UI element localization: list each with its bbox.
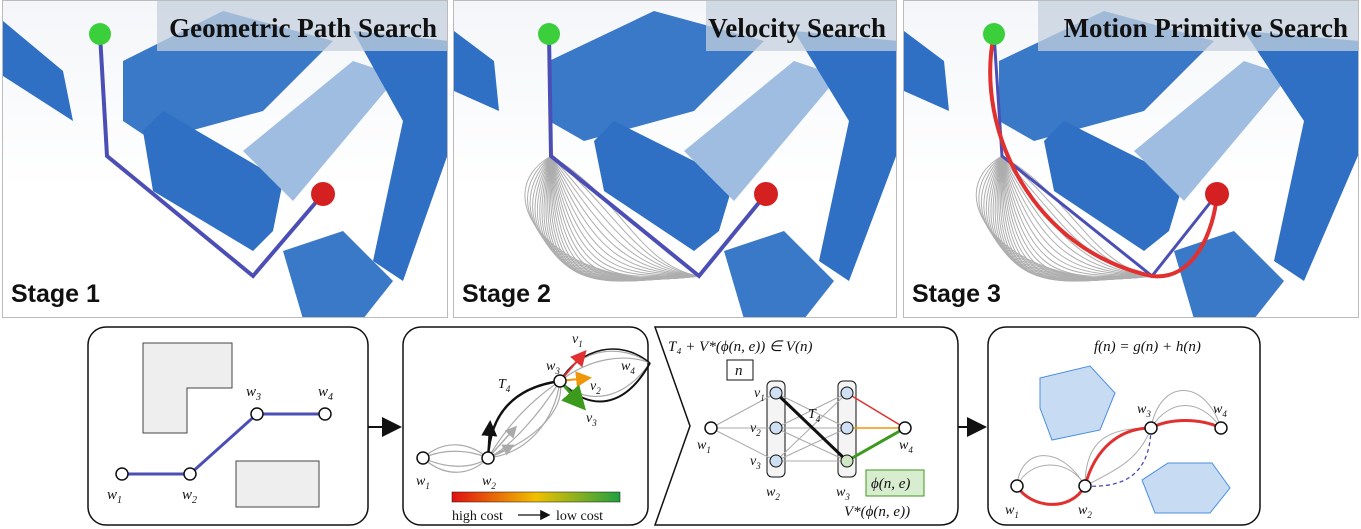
edge-label-T4: T4 — [498, 377, 511, 394]
node-label-w1: w1 — [107, 487, 122, 506]
stage-label: Stage 3 — [912, 280, 1001, 308]
panel-stage-3: Motion Primitive Search Stage 3 — [903, 0, 1359, 318]
node-label-w1: w1 — [697, 438, 711, 455]
node-label-w2: w2 — [182, 487, 197, 506]
node-label-w3: w3 — [836, 485, 850, 502]
node-label-v3: v3 — [750, 454, 761, 471]
panel-title: Motion Primitive Search — [1063, 13, 1348, 43]
node-label-v1: v1 — [572, 332, 583, 349]
title-banner — [1038, 1, 1358, 51]
formula-label: T₄ + V*(ϕ(n, e)) ∈ V(n) — [668, 339, 812, 355]
diagram-motion-primitive: T₄ + V*(ϕ(n, e)) ∈ V(n) n w1 w2 w3 w4 v1… — [653, 326, 959, 526]
panel-title: Geometric Path Search — [169, 13, 437, 43]
formula-label: f(n) = g(n) + h(n) — [1094, 339, 1201, 355]
node-label-w1: w1 — [416, 474, 430, 491]
node-label-w1: w1 — [1005, 503, 1019, 520]
node-label-w3: w3 — [546, 359, 560, 376]
value-label: V*(ϕ(n, e)) — [844, 504, 910, 520]
node-label-w2: w2 — [766, 485, 780, 502]
node-label-w4: w4 — [318, 384, 333, 403]
panel-stage-1: Geometric Path Search Stage 1 — [2, 0, 448, 318]
phi-label: ϕ(n, e) — [871, 476, 910, 492]
node-label-v2: v2 — [590, 379, 601, 396]
node-label-w2: w2 — [482, 474, 496, 491]
node-label-v3: v3 — [586, 411, 597, 428]
node-label-w4: w4 — [899, 438, 913, 455]
node-label-w4: w4 — [621, 359, 635, 376]
low-cost-label: low cost — [556, 509, 603, 524]
node-label-w4: w4 — [1213, 402, 1227, 419]
high-cost-label: high cost — [452, 509, 503, 524]
diagram-astar-result: f(n) = g(n) + h(n) w1 w2 w3 w4 — [987, 326, 1261, 526]
panel-title: Velocity Search — [708, 13, 886, 43]
node-label-w3: w3 — [1137, 402, 1151, 419]
pipeline-diagram: w1 w2 w3 w4 w1 — [87, 326, 1261, 526]
n-label: n — [735, 363, 743, 379]
edge-label-T4: T4 — [808, 407, 821, 424]
panel-stage-2: Velocity Search Stage 2 — [453, 0, 897, 318]
node-label-w2: w2 — [1078, 503, 1092, 520]
title-banner — [157, 1, 447, 51]
stage-label: Stage 1 — [11, 280, 100, 308]
cost-colorbar — [451, 491, 621, 503]
node-label-v1: v1 — [754, 386, 765, 403]
title-banner — [706, 1, 896, 51]
node-label-v2: v2 — [750, 421, 761, 438]
diagram-velocity-search: w1 w2 w3 w4 T4 v1 v2 v3 high cost low co… — [402, 326, 651, 526]
stage-label: Stage 2 — [462, 280, 551, 308]
diagram-geometric-path: w1 w2 w3 w4 — [87, 326, 369, 526]
node-label-w3: w3 — [246, 384, 261, 403]
